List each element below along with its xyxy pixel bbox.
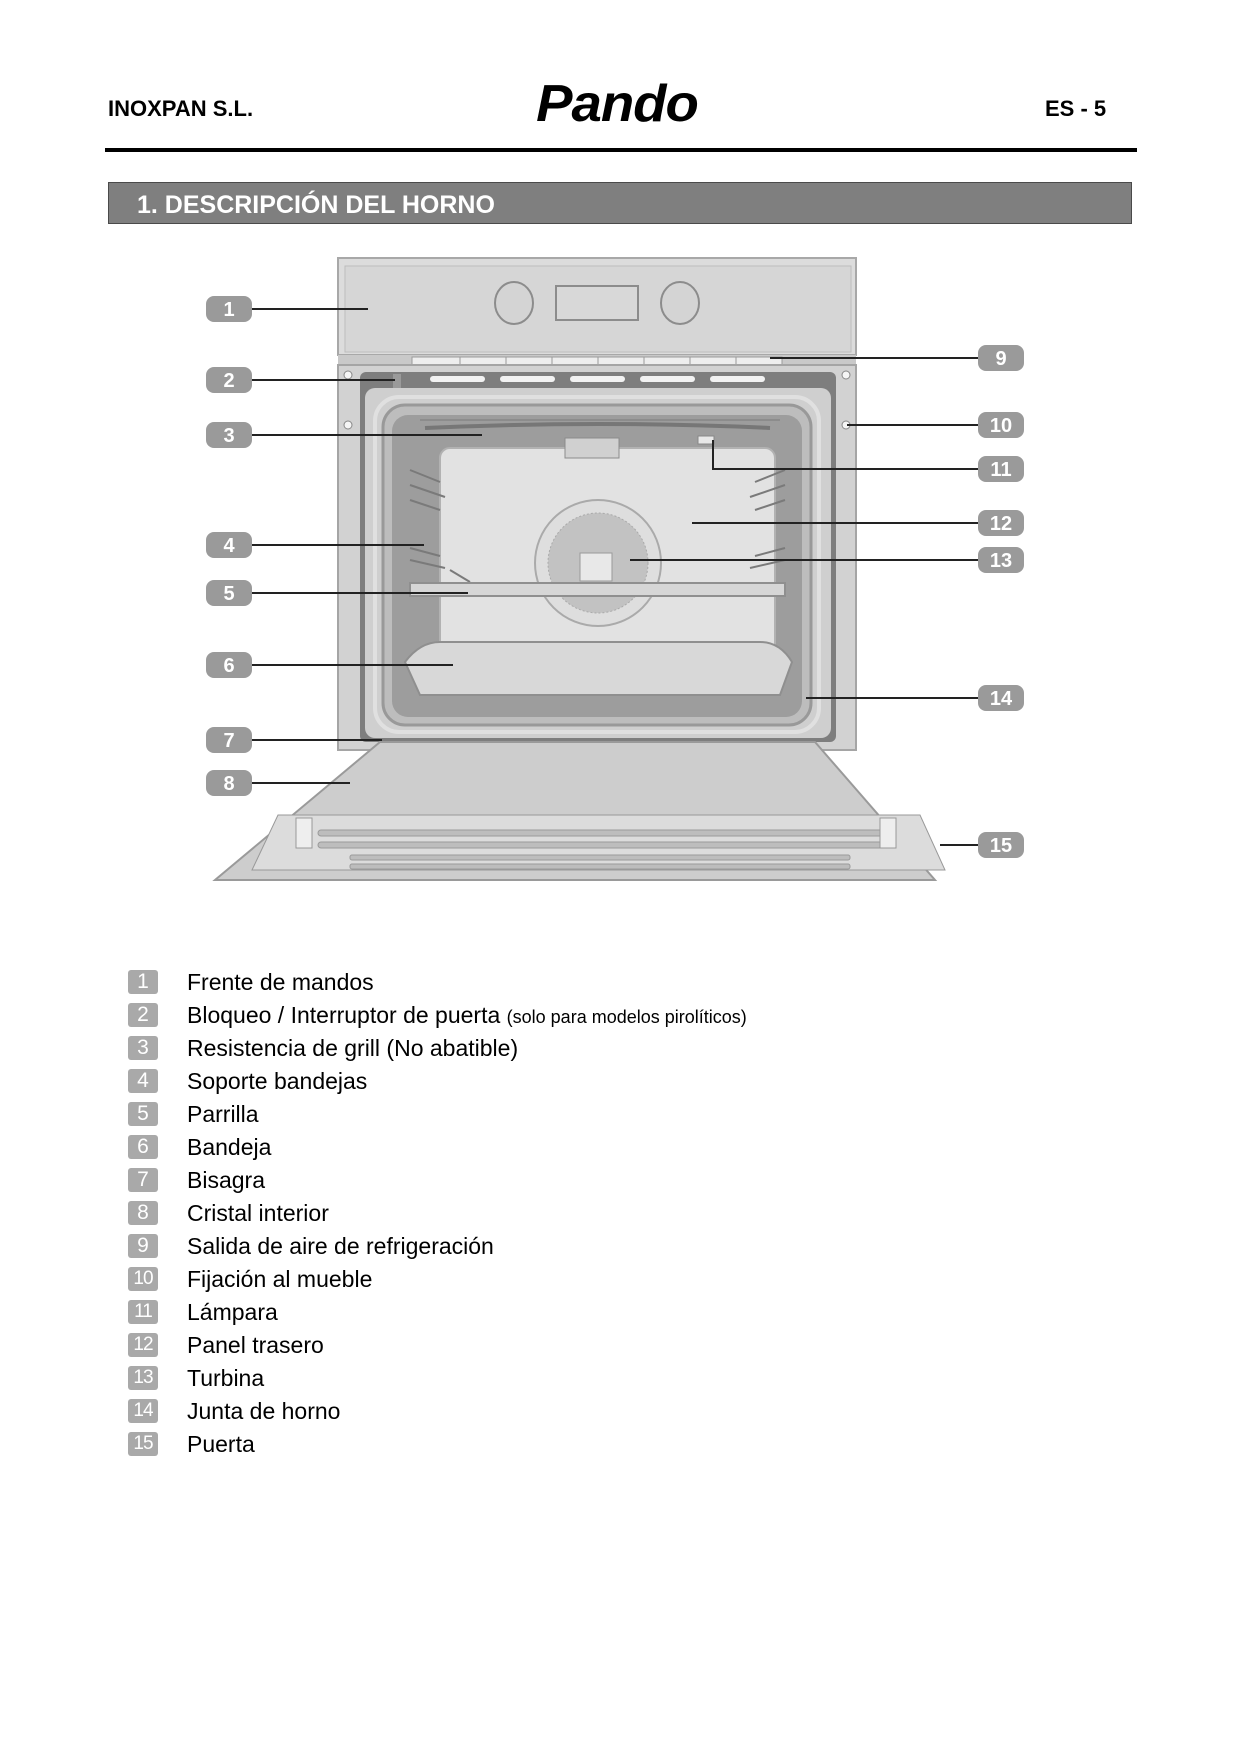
- legend-item: 6 Bandeja: [128, 1133, 928, 1166]
- callout-10: 10: [978, 412, 1024, 438]
- legend-number: 9: [128, 1234, 158, 1258]
- control-panel: [337, 257, 857, 356]
- legend-note: (solo para modelos pirolíticos): [506, 1007, 747, 1027]
- legend-label: Cristal interior: [187, 1200, 329, 1226]
- legend-label: Panel trasero: [187, 1332, 324, 1358]
- legend-number: 12: [128, 1333, 158, 1357]
- legend-label: Fijación al mueble: [187, 1266, 373, 1292]
- callout-9: 9: [978, 345, 1024, 371]
- legend-number: 1: [128, 970, 158, 994]
- svg-text:2: 2: [223, 370, 234, 392]
- callout-lines: [252, 308, 978, 846]
- legend-item: 1 Frente de mandos: [128, 968, 928, 1001]
- page-number: ES - 5: [1045, 96, 1107, 121]
- svg-text:11: 11: [990, 459, 1011, 481]
- legend-number: 10: [128, 1267, 158, 1291]
- callout-6: 6: [206, 652, 252, 678]
- legend-number: 8: [128, 1201, 158, 1225]
- legend-label: Bisagra: [187, 1167, 265, 1193]
- legend-item: 10 Fijación al mueble: [128, 1265, 928, 1298]
- door-lock-icon: [393, 374, 401, 388]
- legend-label: Soporte bandejas: [187, 1068, 368, 1094]
- svg-text:10: 10: [990, 415, 1012, 437]
- baking-tray: [403, 641, 794, 696]
- callout-4: 4: [206, 532, 252, 558]
- legend-item: 14 Junta de horno: [128, 1397, 928, 1430]
- legend-item: 13 Turbina: [128, 1364, 928, 1397]
- svg-text:7: 7: [223, 730, 234, 752]
- svg-text:9: 9: [995, 348, 1006, 370]
- callout-2: 2: [206, 367, 252, 393]
- legend-item: 9 Salida de aire de refrigeración: [128, 1232, 928, 1265]
- legend-number: 4: [128, 1069, 158, 1093]
- section-title-bar: 1. DESCRIPCIÓN DEL HORNO: [108, 182, 1132, 224]
- legend-number: 13: [128, 1366, 158, 1390]
- legend-item: 8 Cristal interior: [128, 1199, 928, 1232]
- display-icon: [555, 285, 639, 321]
- legend-number: 6: [128, 1135, 158, 1159]
- legend-item: 11 Lámpara: [128, 1298, 928, 1331]
- callout-badges: 1 2 3 4 5 6 7 8 9 10 11 12 13 14 15: [206, 296, 1024, 858]
- svg-text:5: 5: [223, 583, 234, 605]
- section-title: 1. DESCRIPCIÓN DEL HORNO: [137, 191, 495, 219]
- legend-label: Frente de mandos: [187, 969, 374, 995]
- svg-text:8: 8: [223, 773, 234, 795]
- oven-door: [212, 741, 946, 881]
- legend-item: 7 Bisagra: [128, 1166, 928, 1199]
- svg-text:13: 13: [990, 550, 1012, 572]
- lamp-icon: [697, 435, 715, 445]
- legend-item: 2 Bloqueo / Interruptor de puerta (solo …: [128, 1001, 928, 1034]
- legend-number: 14: [128, 1399, 158, 1423]
- legend-label: Salida de aire de refrigeración: [187, 1233, 494, 1259]
- legend-number: 15: [128, 1432, 158, 1456]
- svg-text:14: 14: [990, 688, 1013, 710]
- callout-8: 8: [206, 770, 252, 796]
- wire-rack: [409, 582, 786, 597]
- callout-15: 15: [978, 832, 1024, 858]
- legend-number: 2: [128, 1003, 158, 1027]
- svg-text:15: 15: [990, 835, 1012, 857]
- legend-item: 5 Parrilla: [128, 1100, 928, 1133]
- legend-item: 3 Resistencia de grill (No abatible): [128, 1034, 928, 1067]
- legend-label: Bandeja: [187, 1134, 272, 1160]
- legend-number: 7: [128, 1168, 158, 1192]
- svg-text:6: 6: [223, 655, 234, 677]
- legend-label: Lámpara: [187, 1299, 278, 1325]
- svg-text:1: 1: [223, 299, 234, 321]
- header-divider: [105, 148, 1137, 152]
- callout-14: 14: [978, 685, 1024, 711]
- legend-label: Puerta: [187, 1431, 255, 1457]
- header-company: INOXPAN S.L.: [108, 96, 254, 121]
- callout-5: 5: [206, 580, 252, 606]
- left-knob-icon: [494, 281, 534, 325]
- legend-number: 11: [128, 1300, 158, 1324]
- legend-item: 12 Panel trasero: [128, 1331, 928, 1364]
- svg-text:3: 3: [223, 425, 234, 447]
- svg-text:4: 4: [223, 535, 235, 557]
- brand-logo: Pando: [536, 75, 699, 133]
- oven-diagram: 1 2 3 4 5 6 7 8 9 10 11 12 13 14 15: [206, 257, 1024, 881]
- right-knob-icon: [660, 281, 700, 325]
- legend-label: Junta de horno: [187, 1398, 341, 1424]
- legend-number: 3: [128, 1036, 158, 1060]
- callout-3: 3: [206, 422, 252, 448]
- callout-1: 1: [206, 296, 252, 322]
- callout-7: 7: [206, 727, 252, 753]
- legend-number: 5: [128, 1102, 158, 1126]
- grill-element-icon: [424, 422, 771, 430]
- callout-13: 13: [978, 547, 1024, 573]
- callout-11: 11: [978, 456, 1024, 482]
- legend-label: Resistencia de grill (No abatible): [187, 1035, 519, 1061]
- legend-label: Bloqueo / Interruptor de puerta: [187, 1002, 501, 1028]
- legend-item: 4 Soporte bandejas: [128, 1067, 928, 1100]
- legend-label: Parrilla: [187, 1101, 259, 1127]
- legend-item: 15 Puerta: [128, 1430, 928, 1463]
- oven-gasket: [373, 395, 821, 734]
- svg-text:12: 12: [990, 513, 1012, 535]
- callout-12: 12: [978, 510, 1024, 536]
- legend-label: Turbina: [187, 1365, 265, 1391]
